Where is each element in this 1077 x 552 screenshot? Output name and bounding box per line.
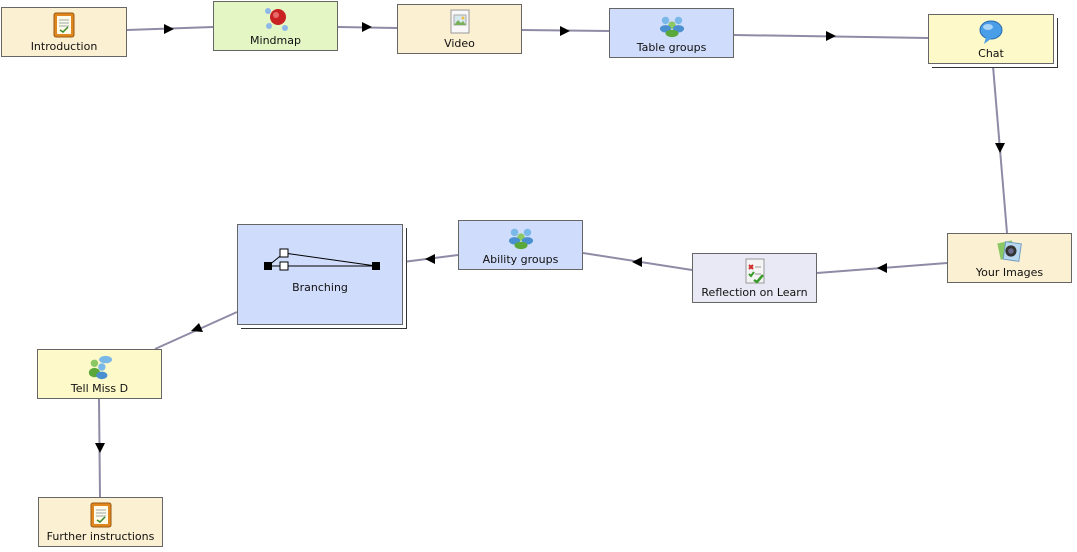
image-page-icon bbox=[447, 9, 473, 35]
activity-label: Introduction bbox=[30, 40, 98, 53]
activity-further-instructions[interactable]: Further instructions bbox=[38, 497, 163, 547]
arrowhead bbox=[826, 31, 836, 41]
mindmap-icon bbox=[263, 6, 289, 32]
speech-bubble-icon bbox=[978, 19, 1004, 45]
activity-label: Branching bbox=[292, 281, 348, 294]
activity-mindmap[interactable]: Mindmap bbox=[213, 1, 338, 51]
activity-your-images[interactable]: Your Images bbox=[947, 233, 1072, 283]
activity-label: Ability groups bbox=[482, 253, 559, 266]
activity-label: Table groups bbox=[636, 41, 707, 54]
group-icon bbox=[659, 13, 685, 39]
arrowhead bbox=[995, 143, 1005, 153]
arrowhead bbox=[191, 323, 203, 332]
activity-label: Chat bbox=[978, 47, 1004, 60]
activity-label: Further instructions bbox=[46, 530, 155, 543]
activity-branching[interactable]: Branching bbox=[237, 224, 403, 325]
arrowhead bbox=[362, 22, 372, 32]
activity-reflection[interactable]: Reflection on Learn bbox=[692, 253, 817, 303]
branching-icon bbox=[260, 247, 380, 275]
arrowhead bbox=[164, 24, 174, 34]
activity-label: Video bbox=[444, 37, 475, 50]
arrowhead bbox=[560, 26, 570, 36]
arrowhead bbox=[425, 254, 435, 264]
activity-chat[interactable]: Chat bbox=[928, 14, 1054, 64]
activity-label: Mindmap bbox=[250, 34, 301, 47]
arrowhead bbox=[877, 263, 887, 273]
checklist-icon bbox=[742, 258, 768, 284]
image-gallery-icon bbox=[996, 238, 1023, 264]
activity-label: Your Images bbox=[975, 266, 1044, 279]
activity-label: Tell Miss D bbox=[70, 382, 129, 395]
arrowhead bbox=[95, 443, 105, 453]
arrowhead bbox=[632, 257, 642, 267]
activity-introduction[interactable]: Introduction bbox=[1, 7, 127, 57]
activity-label: Reflection on Learn bbox=[701, 286, 808, 299]
notebook-icon bbox=[88, 502, 114, 528]
notebook-icon bbox=[51, 12, 77, 38]
activity-video[interactable]: Video bbox=[397, 4, 522, 54]
chat-users-icon bbox=[87, 354, 113, 380]
group-icon bbox=[508, 225, 534, 251]
activity-table-groups[interactable]: Table groups bbox=[609, 8, 734, 58]
activity-ability-groups[interactable]: Ability groups bbox=[458, 220, 583, 270]
activity-tell-miss-d[interactable]: Tell Miss D bbox=[37, 349, 162, 399]
